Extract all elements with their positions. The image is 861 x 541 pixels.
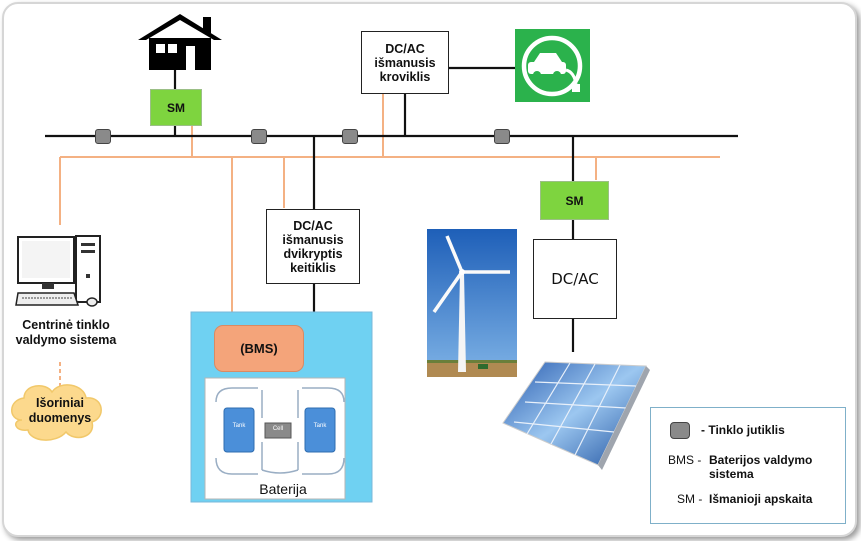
computer-icon [15, 235, 101, 307]
ev-charger-icon [515, 29, 590, 102]
tank-right-label: Tank [313, 423, 327, 429]
solar-inverter-box: DC/AC [533, 239, 617, 319]
external-data-label: Išoriniai duomenys [14, 396, 106, 426]
converter-line2: išmanusis [282, 232, 344, 247]
cloud-icon [11, 384, 102, 441]
solar-panel-image [502, 361, 650, 470]
legend-bms-line2: sistema [709, 467, 754, 481]
external-data-line2: duomenys [28, 411, 92, 425]
tank-left-label: Tank [232, 423, 246, 429]
legend-bms-text: Baterijos valdymo sistema [709, 453, 812, 481]
legend-sensor-text: - Tinklo jutiklis [701, 423, 785, 437]
legend-sm-text: Išmanioji apskaita [709, 492, 813, 506]
converter-line1: DC/AC [293, 218, 333, 233]
external-data-line1: Išoriniai [36, 396, 84, 410]
legend-bms-key: BMS - [668, 453, 702, 467]
cell-label: Cell [272, 426, 284, 432]
bms-box: (BMS) [214, 325, 304, 372]
legend-sm-key: SM - [677, 492, 703, 506]
house-smart-meter: SM [150, 89, 202, 126]
smart-charger-line3: kroviklis [379, 69, 431, 84]
legend-bms-line1: Baterijos valdymo [709, 453, 813, 467]
converter-line4: keitiklis [290, 260, 336, 275]
smart-charger-line2: išmanusis [374, 55, 436, 70]
grid-sensor-icon [494, 129, 510, 144]
legend-sensor-icon [670, 422, 690, 439]
grid-sensor-icon [342, 129, 358, 144]
smart-charger-line1: DC/AC [385, 41, 425, 56]
smart-charger-box: DC/AC išmanusis kroviklis [361, 31, 449, 94]
control-system-line1: Centrinė tinklo [22, 318, 110, 332]
power-lines [45, 66, 738, 385]
legend-box: - Tinklo jutiklis BMS - Baterijos valdym… [650, 407, 846, 524]
signal-lines [59, 93, 720, 325]
control-system-label: Centrinė tinklo valdymo sistema [6, 318, 126, 348]
house-icon [138, 14, 222, 70]
control-system-line2: valdymo sistema [15, 333, 117, 347]
solar-smart-meter: SM [540, 181, 609, 220]
grid-sensor-icon [251, 129, 267, 144]
converter-line3: dvikryptis [283, 246, 343, 261]
grid-sensor-icon [95, 129, 111, 144]
wind-turbine-image [427, 229, 517, 377]
bidirectional-converter-box: DC/AC išmanusis dvikryptis keitiklis [266, 209, 360, 284]
battery-label: Baterija [259, 481, 307, 497]
